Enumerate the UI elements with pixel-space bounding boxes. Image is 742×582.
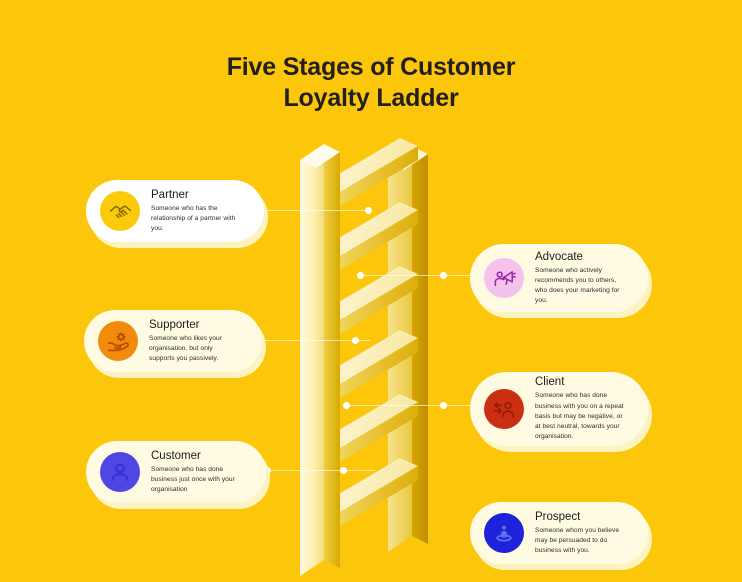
repeat-customer-icon (484, 389, 524, 429)
stage-description-supporter: Someone who likes your organisation, but… (149, 334, 222, 363)
stage-card-partner[interactable]: Partner Someone who has the relationship… (86, 180, 264, 242)
connector-dot-client-rung (343, 402, 350, 409)
title-line-2: Loyalty Ladder (283, 84, 459, 112)
stage-label-customer: Customer (151, 449, 201, 462)
connector-dot-supporter-rung (352, 337, 359, 344)
connector-dot-client-card (440, 402, 447, 409)
stage-description-partner: Someone who has the relationship of a pa… (151, 204, 236, 233)
stage-label-prospect: Prospect (535, 510, 581, 523)
hand-gear-icon (98, 321, 138, 361)
stage-label-supporter: Supporter (149, 318, 200, 331)
stage-card-advocate[interactable]: Advocate Someone who actively recommends… (470, 244, 648, 312)
stage-text-customer: Customer Someone who has done business j… (140, 449, 252, 496)
stage-label-advocate: Advocate (535, 250, 583, 263)
title-line-1: Five Stages of Customer (226, 53, 516, 81)
stage-text-supporter: Supporter Someone who likes your organis… (138, 318, 248, 365)
stage-card-supporter[interactable]: Supporter Someone who likes your organis… (84, 310, 262, 372)
connector-line-supporter (248, 340, 370, 341)
connector-line-advocate (360, 275, 482, 276)
connector-dot-customer-rung (340, 467, 347, 474)
stage-description-customer: Someone who has done business just once … (151, 465, 235, 494)
handshake-icon (100, 191, 140, 231)
connector-line-client (345, 405, 470, 406)
person-icon (100, 452, 140, 492)
stage-card-client[interactable]: Client Someone who has done business wit… (470, 372, 648, 446)
stage-description-prospect: Someone whom you believe may be persuade… (535, 526, 620, 555)
stage-label-partner: Partner (151, 188, 189, 201)
stage-description-advocate: Someone who actively recommends you to o… (535, 266, 620, 305)
person-target-icon (484, 513, 524, 553)
megaphone-person-icon (484, 258, 524, 298)
ladder-illustration (282, 132, 452, 582)
connector-dot-advocate-rung (357, 272, 364, 279)
stage-text-prospect: Prospect Someone whom you believe may be… (524, 510, 634, 557)
stage-card-customer[interactable]: Customer Someone who has done business j… (86, 441, 266, 503)
stage-label-client: Client (535, 376, 565, 389)
page-title: Five Stages of Customer Loyalty Ladder (0, 52, 742, 114)
stage-text-client: Client Someone who has done business wit… (524, 375, 634, 442)
stage-text-partner: Partner Someone who has the relationship… (140, 188, 250, 235)
stage-card-prospect[interactable]: Prospect Someone whom you believe may be… (470, 502, 648, 564)
connector-dot-partner-rung (365, 207, 372, 214)
connector-dot-advocate-card (440, 272, 447, 279)
connector-line-partner (250, 210, 372, 211)
stage-description-client: Someone who has done business with you o… (535, 392, 624, 441)
connector-line-customer (265, 470, 375, 471)
stage-text-advocate: Advocate Someone who actively recommends… (524, 250, 634, 307)
